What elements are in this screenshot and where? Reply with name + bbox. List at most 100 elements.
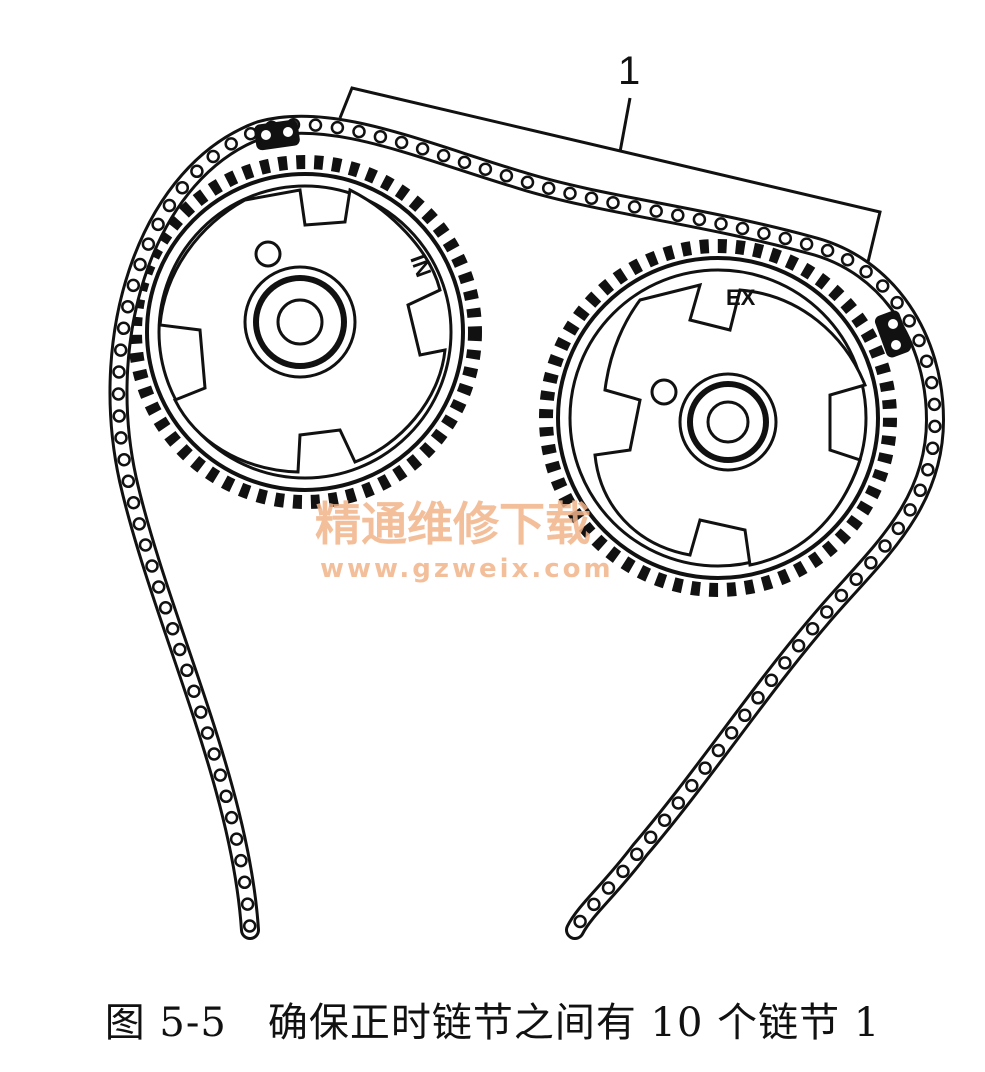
chain-pin	[117, 452, 131, 467]
chain-pin	[200, 726, 215, 740]
chain-pin	[657, 813, 672, 827]
chain-pin	[820, 605, 834, 619]
watermark-url: www.gzweix.com	[320, 554, 614, 584]
watermark: 精通维修下载 www.gzweix.com	[315, 497, 614, 584]
chain-pin	[921, 462, 935, 477]
chain-pin	[114, 431, 128, 445]
chain-pin	[924, 375, 939, 390]
chain-pin	[840, 252, 855, 267]
chain-pin	[394, 135, 409, 150]
chain-pin	[820, 243, 835, 258]
chain-pin	[925, 441, 940, 456]
chain-pin	[180, 663, 194, 678]
chain-pin	[791, 638, 806, 653]
chain-pin	[229, 832, 244, 846]
chain-pin	[113, 343, 128, 357]
chain-pin	[584, 191, 599, 205]
chain-pin	[207, 747, 221, 761]
chain-pin	[875, 279, 890, 293]
chain-pin	[738, 708, 752, 723]
figure-caption: 图 5-5 确保正时链节之间有 10 个链节 1	[104, 1000, 881, 1046]
chain-pin	[308, 118, 323, 132]
chain-pin	[520, 175, 535, 190]
chain-pin	[121, 474, 136, 489]
chain-pin	[890, 295, 904, 310]
chain-pin	[187, 684, 201, 698]
chain-pin	[141, 237, 156, 251]
chain-pin	[219, 789, 233, 804]
chain-pin	[112, 365, 126, 379]
chain-pin	[627, 200, 642, 214]
chain-pin	[162, 198, 177, 213]
chain-pin	[692, 212, 707, 227]
chain-pin	[237, 875, 252, 890]
chain-pin	[190, 164, 204, 179]
chain-pin	[499, 169, 514, 183]
chain-pin	[616, 864, 630, 879]
chain-pin	[224, 137, 238, 151]
callout-number: 1	[618, 49, 640, 93]
chain-pin	[151, 580, 166, 594]
chain-pin	[126, 278, 141, 293]
chain-pin	[724, 726, 739, 740]
chain-pin	[902, 314, 917, 328]
chain-pin	[859, 264, 873, 279]
chain-pin	[878, 539, 892, 553]
chain-pin	[685, 778, 699, 793]
chain-pin	[587, 897, 601, 912]
chain-pin	[111, 387, 126, 401]
chain-pin	[330, 120, 345, 135]
intake-timing-hole	[254, 240, 282, 268]
chain-pin	[805, 621, 820, 636]
chain-pin	[478, 162, 493, 176]
exhaust-timing-hole	[650, 378, 678, 406]
marked-link-exhaust	[874, 310, 912, 358]
chain-pin	[630, 847, 644, 862]
chain-pin	[133, 257, 147, 272]
chain-pin	[234, 853, 248, 868]
chain-pin	[151, 217, 165, 232]
chain-pin	[175, 180, 190, 195]
chain-pin	[735, 221, 750, 236]
chain-pin	[643, 830, 658, 845]
chain-links	[111, 118, 942, 933]
chain-pin	[799, 237, 814, 251]
chain-pin	[711, 743, 726, 758]
chain-pin	[158, 601, 173, 615]
chain-pin	[606, 195, 620, 210]
chain-pin	[698, 761, 712, 775]
exhaust-sprocket: EX	[539, 239, 897, 597]
exhaust-mark-label: EX	[726, 285, 756, 310]
chain-pin	[601, 881, 616, 895]
chain-pin	[224, 810, 239, 825]
chain-pin	[928, 419, 942, 434]
chain-pin	[415, 142, 430, 156]
watermark-text: 精通维修下载	[315, 497, 591, 551]
chain-pin	[116, 321, 131, 336]
chain-pin	[121, 299, 135, 314]
chain-pin	[436, 148, 451, 163]
intake-sprocket: IN	[128, 155, 482, 509]
chain-pin	[751, 691, 765, 705]
chain-pin	[173, 642, 187, 657]
chain-pin	[891, 521, 906, 536]
callout-bracket: 1	[338, 49, 882, 263]
chain-pin	[913, 483, 927, 498]
timing-chain	[108, 114, 946, 940]
chain-pin	[573, 914, 587, 929]
chain-pin	[373, 129, 388, 144]
chain-pin	[778, 656, 792, 670]
chain-pin	[864, 556, 878, 570]
chain-pin	[126, 495, 141, 510]
chain-pin	[671, 208, 685, 223]
chain-pin	[240, 897, 255, 911]
chain-pin	[757, 226, 771, 241]
chain-pin	[849, 572, 863, 586]
chain-pin	[919, 354, 934, 368]
chain-pin	[194, 705, 208, 719]
chain-pin	[927, 397, 942, 412]
chain-pin	[764, 673, 779, 688]
chain-pin	[242, 919, 257, 933]
chain-pin	[541, 181, 556, 195]
